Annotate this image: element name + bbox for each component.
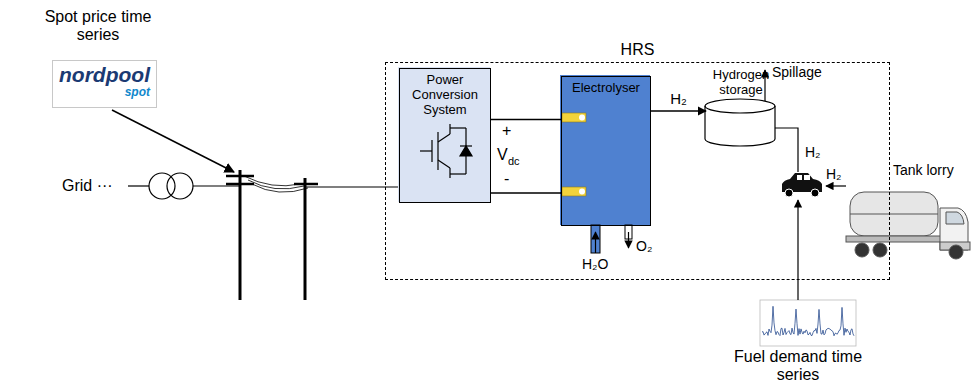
- connector: [651, 110, 706, 111]
- flow-label: O₂: [636, 238, 652, 254]
- tank-lorry: [846, 192, 970, 259]
- car: [797, 175, 802, 180]
- electrolyser-fill: [562, 187, 586, 196]
- igbt-symbol: [450, 173, 466, 174]
- flow-label: H₂: [805, 144, 821, 160]
- voltage-subscript: dc: [508, 155, 520, 168]
- polarity-sign: +: [502, 122, 511, 140]
- demand-chart: [797, 200, 798, 300]
- igbt-symbol: [449, 124, 450, 134]
- tank-lorry: [850, 192, 938, 236]
- edge-label: H₂: [668, 91, 689, 108]
- hydrogen-tank: [705, 99, 775, 146]
- voltage-symbol: V: [497, 146, 508, 164]
- tank-lorry: [949, 245, 963, 259]
- connector: [491, 120, 561, 194]
- logo-arrow: [112, 110, 234, 172]
- car-pipe: [775, 128, 798, 172]
- igbt-symbol: [460, 145, 472, 146]
- car: [785, 189, 793, 197]
- electrolyser-box: Electrolyser: [561, 76, 651, 226]
- flow-label: H₂: [826, 166, 842, 182]
- igbt-symbol: [449, 168, 450, 178]
- source-label: Spot price time series: [42, 8, 154, 45]
- electrolyser-fill: [562, 113, 586, 122]
- car: [804, 175, 810, 180]
- power-pole: [239, 170, 242, 300]
- igbt-symbol: [420, 150, 432, 151]
- tank-lorry: [946, 212, 964, 224]
- car: [782, 173, 822, 197]
- power-pole: [226, 170, 398, 300]
- hydrogen-tank: [705, 99, 775, 146]
- igbt-symbol: [438, 160, 450, 168]
- igbt-symbol: [450, 127, 466, 128]
- power-pole: [304, 178, 307, 300]
- pcs-fill: [398, 67, 490, 202]
- electrolyser-fill: [560, 75, 650, 225]
- lorry-arrow: [826, 185, 846, 186]
- connectors: [491, 111, 706, 193]
- storage-tank: Hydrogen storage: [706, 101, 776, 146]
- electrolyser-fill: [560, 75, 650, 225]
- grid-line: [128, 185, 149, 186]
- electrolyser-fill: [579, 189, 585, 195]
- logo-box: nordpoolspot: [52, 60, 157, 108]
- igbt-symbol: [460, 146, 472, 156]
- power-pole: [252, 184, 308, 192]
- series-label: Fuel demand time series: [730, 348, 866, 385]
- box-text: Power Conversion System: [404, 73, 486, 118]
- pcs-fill: [398, 67, 490, 202]
- power-pole: [248, 180, 304, 189]
- polarity-sign: -: [504, 170, 509, 188]
- flow-label: Spillage: [772, 64, 822, 80]
- igbt-symbol: [437, 132, 438, 170]
- lorry-arrow: [826, 185, 846, 186]
- hydrogen-tank: [705, 106, 775, 113]
- tank-lorry: [873, 243, 887, 257]
- tank-lorry: [846, 236, 942, 242]
- logo-subtext: spot: [59, 86, 150, 99]
- water-pipe: [591, 225, 600, 253]
- logo-text: nordpool: [59, 64, 150, 86]
- car-pipe: [775, 128, 798, 172]
- grid-line: [167, 173, 193, 199]
- power-pole: [226, 183, 254, 186]
- demand-chart: [760, 300, 856, 346]
- flow-label: H₂O: [582, 256, 608, 272]
- water-pipe: [595, 232, 596, 253]
- demand-chart: [762, 306, 854, 336]
- car: [811, 189, 819, 197]
- box-text: Electrolyser: [566, 81, 646, 96]
- grid-line: [128, 173, 240, 199]
- tank-lorry: [850, 214, 938, 215]
- water-pipe: [591, 225, 632, 253]
- water-pipe: [628, 232, 629, 248]
- logo-arrow: [112, 110, 234, 172]
- process-box: Power Conversion System: [399, 68, 491, 203]
- grid-line: [193, 185, 240, 186]
- electrolyser-fill: [579, 115, 585, 121]
- igbt-symbol: [420, 124, 472, 178]
- demand-chart: [760, 200, 856, 346]
- region-heading: HRS: [386, 41, 889, 59]
- igbt-symbol: [438, 134, 450, 142]
- grid-label: Grid ···: [62, 177, 113, 195]
- tank-lorry: [855, 243, 869, 257]
- vehicle-label: Tank lorry: [893, 162, 954, 178]
- power-pole: [226, 175, 254, 178]
